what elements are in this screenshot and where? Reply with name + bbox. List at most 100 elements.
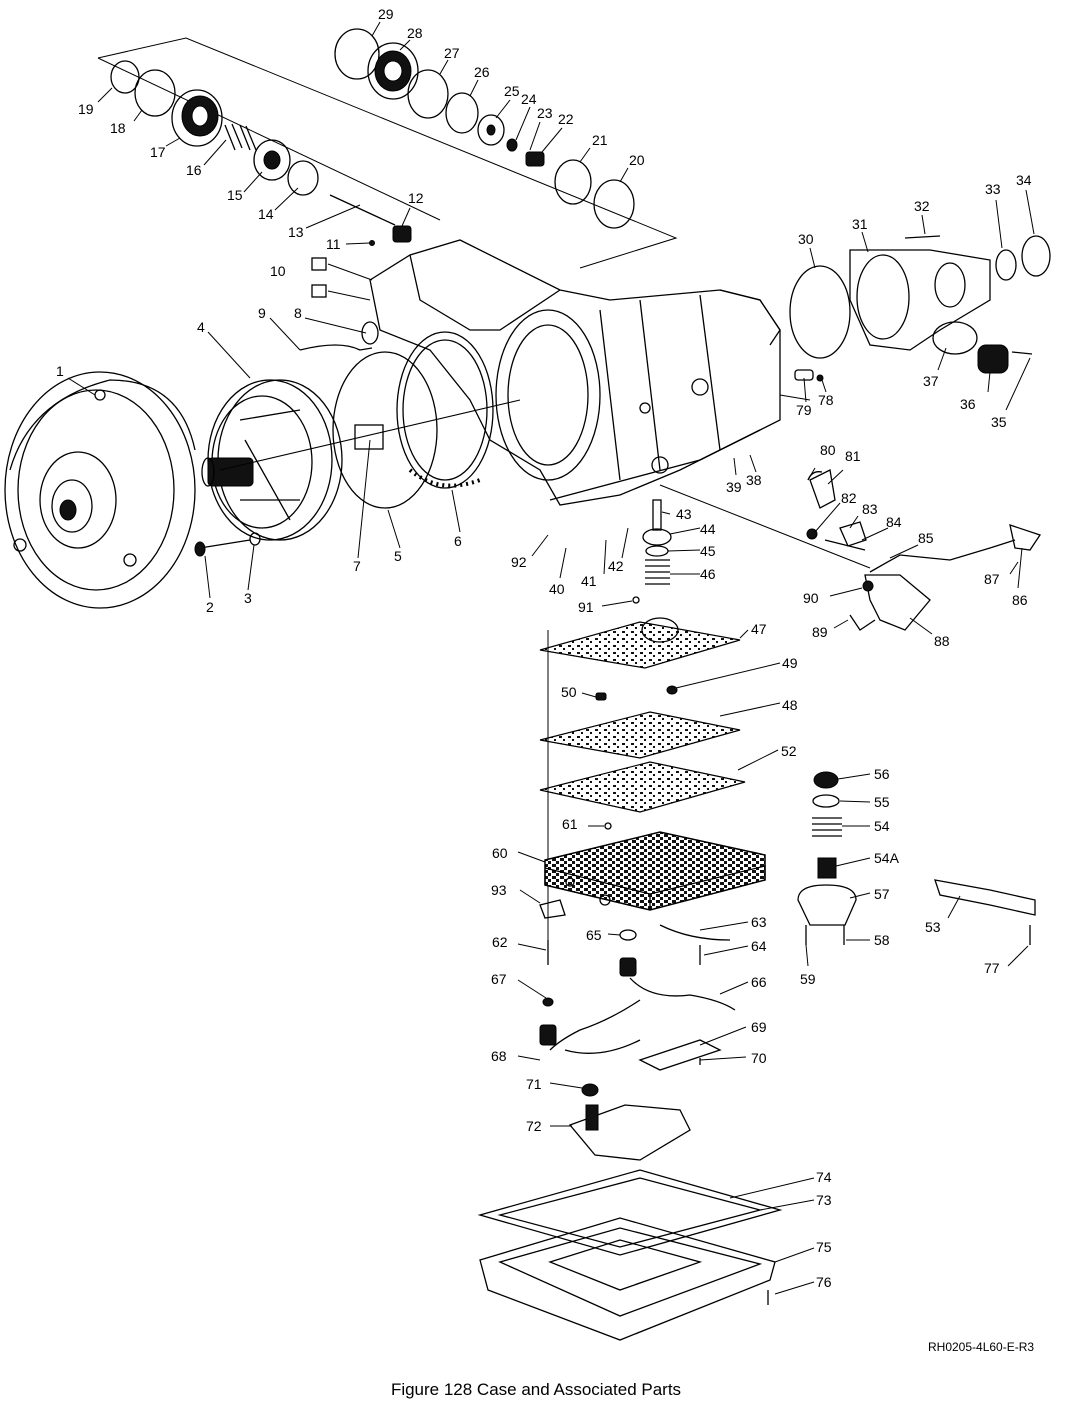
callout-56: 56 [874, 766, 890, 782]
callout-65: 65 [586, 927, 602, 943]
callout-23: 23 [537, 105, 553, 121]
figure-reference-code: RH0205-4L60-E-R3 [928, 1340, 1035, 1354]
callout-85: 85 [918, 530, 934, 546]
accumulator-assembly [632, 499, 672, 604]
callout-28: 28 [407, 25, 423, 41]
callout-44: 44 [700, 521, 716, 537]
front-group-guide-lines [97, 37, 678, 269]
callout-66: 66 [751, 974, 767, 990]
callout-10: 10 [270, 263, 286, 279]
callout-11: 11 [326, 236, 341, 252]
callout-59: 59 [800, 971, 816, 987]
callout-42: 42 [608, 558, 624, 574]
callout-22: 22 [558, 111, 574, 127]
callout-1: 1 [56, 363, 64, 379]
callout-77: 77 [984, 960, 1000, 976]
callout-37: 37 [923, 373, 939, 389]
callout-20: 20 [629, 152, 645, 168]
callout-12: 12 [408, 190, 424, 206]
callout-48: 48 [782, 697, 798, 713]
callout-21: 21 [592, 132, 608, 148]
callout-90: 90 [803, 590, 819, 606]
wiring-harness [539, 924, 736, 1071]
callout-6: 6 [454, 533, 462, 549]
callout-84: 84 [886, 514, 902, 530]
callout-32: 32 [914, 198, 930, 214]
callout-5: 5 [394, 548, 402, 564]
callout-40: 40 [549, 581, 565, 597]
callout-71: 71 [526, 1076, 542, 1092]
callout-17: 17 [150, 144, 166, 160]
leader-lines [67, 21, 1035, 1295]
callout-43: 43 [676, 506, 692, 522]
callout-35: 35 [991, 414, 1007, 430]
callout-39: 39 [726, 479, 742, 495]
callout-63: 63 [751, 914, 767, 930]
callout-18: 18 [110, 120, 126, 136]
callout-29: 29 [378, 6, 394, 22]
callout-24: 24 [521, 91, 537, 107]
callout-81: 81 [845, 448, 861, 464]
callout-54a: 54A [874, 850, 900, 866]
callout-73: 73 [816, 1192, 832, 1208]
callout-69: 69 [751, 1019, 767, 1035]
callout-87: 87 [984, 571, 1000, 587]
callout-3: 3 [244, 590, 252, 606]
callout-72: 72 [526, 1118, 542, 1134]
callout-57: 57 [874, 886, 890, 902]
callout-58: 58 [874, 932, 890, 948]
callout-30: 30 [798, 231, 814, 247]
callout-15: 15 [227, 187, 243, 203]
callout-31: 31 [852, 216, 868, 232]
valve-body [539, 831, 766, 919]
callout-82: 82 [841, 490, 857, 506]
callout-33: 33 [985, 181, 1001, 197]
callout-68: 68 [491, 1048, 507, 1064]
oil-pan-and-gasket [477, 1169, 783, 1341]
callout-61: 61 [562, 816, 578, 832]
callout-89: 89 [812, 624, 828, 640]
callout-46: 46 [700, 566, 716, 582]
callout-76: 76 [816, 1274, 832, 1290]
torque-converter [4, 371, 196, 609]
clutch-internals [334, 28, 635, 229]
callout-34: 34 [1016, 172, 1032, 188]
callout-38: 38 [746, 472, 762, 488]
callout-88: 88 [934, 633, 950, 649]
accumulator-right [797, 771, 1036, 945]
callout-50: 50 [561, 684, 577, 700]
callout-80: 80 [820, 442, 836, 458]
callout-41: 41 [581, 573, 597, 589]
callout-14: 14 [258, 206, 274, 222]
callout-4: 4 [197, 319, 205, 335]
callout-labels: 1 2 3 4 5 6 7 8 9 10 11 12 13 14 15 16 1… [56, 6, 1032, 1290]
callout-26: 26 [474, 64, 490, 80]
front-pump-internals [110, 60, 319, 196]
oil-filter [568, 1083, 691, 1161]
callout-83: 83 [862, 501, 878, 517]
callout-62: 62 [492, 934, 508, 950]
case-fittings [299, 194, 412, 351]
pump-seal-and-gasket [219, 331, 521, 509]
transmission-case [369, 239, 811, 506]
callout-13: 13 [288, 224, 304, 240]
callout-93: 93 [491, 882, 507, 898]
callout-53: 53 [925, 919, 941, 935]
callout-2: 2 [206, 599, 214, 615]
callout-78: 78 [818, 392, 834, 408]
callout-25: 25 [504, 83, 520, 99]
callout-8: 8 [294, 305, 302, 321]
callout-75: 75 [816, 1239, 832, 1255]
figure-caption: Figure 128 Case and Associated Parts [390, 1380, 682, 1399]
callout-55: 55 [874, 794, 890, 810]
callout-79: 79 [796, 402, 812, 418]
valve-body-plates [539, 617, 746, 965]
callout-9: 9 [258, 305, 266, 321]
callout-19: 19 [78, 101, 94, 117]
callout-49: 49 [782, 655, 798, 671]
oil-pump-assembly [194, 379, 343, 557]
callout-60: 60 [492, 845, 508, 861]
callout-64: 64 [751, 938, 767, 954]
callout-54: 54 [874, 818, 890, 834]
